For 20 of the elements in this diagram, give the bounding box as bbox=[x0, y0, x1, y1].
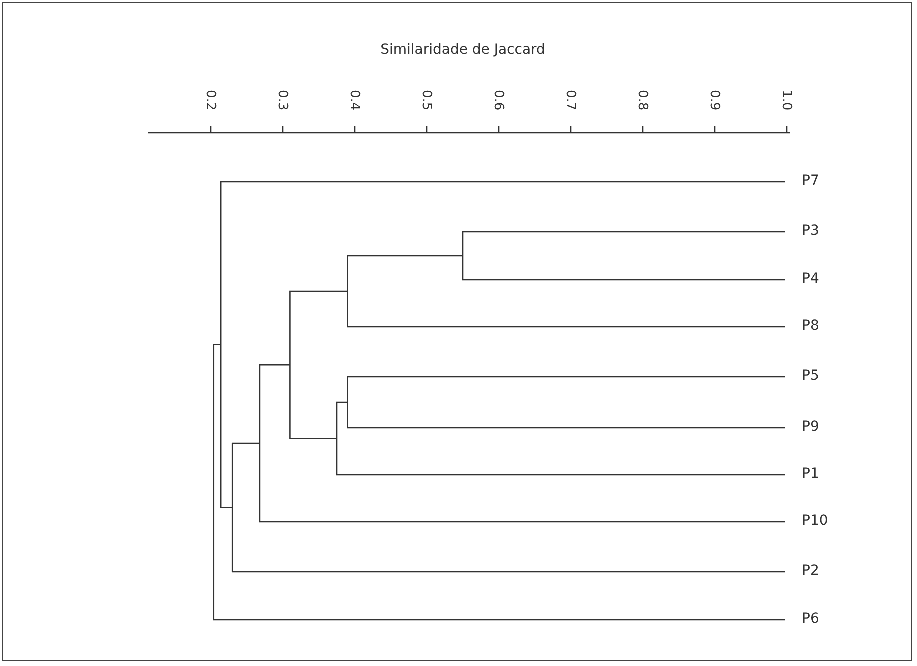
leaf-label: P6 bbox=[802, 611, 820, 627]
tick-label: 0.6 bbox=[491, 90, 506, 111]
tick-label: 0.8 bbox=[635, 90, 650, 111]
leaf-label: P8 bbox=[802, 318, 820, 334]
tick-label: 1.0 bbox=[779, 90, 794, 111]
tick-label: 0.7 bbox=[563, 90, 578, 111]
leaf-label: P2 bbox=[802, 563, 820, 579]
tick-label: 0.3 bbox=[275, 90, 290, 111]
leaf-label: P4 bbox=[802, 271, 820, 287]
leaf-label: P9 bbox=[802, 419, 820, 435]
leaf-label: P1 bbox=[802, 466, 820, 482]
tick-label: 0.5 bbox=[419, 90, 434, 111]
leaf-label: P10 bbox=[802, 513, 828, 529]
leaf-label: P7 bbox=[802, 173, 820, 189]
tick-label: 0.4 bbox=[347, 90, 362, 111]
leaf-label: P5 bbox=[802, 368, 820, 384]
tick-label: 0.2 bbox=[203, 90, 218, 111]
tick-label: 0.9 bbox=[707, 90, 722, 111]
leaf-label: P3 bbox=[802, 223, 820, 239]
axis-title: Similaridade de Jaccard bbox=[380, 42, 546, 58]
